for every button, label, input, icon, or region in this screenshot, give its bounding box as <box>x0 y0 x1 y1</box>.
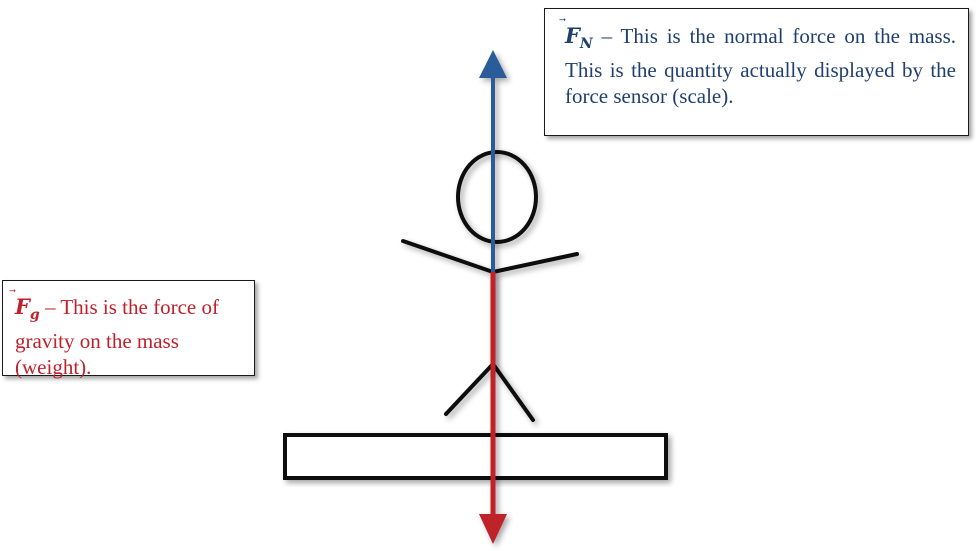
figure-head <box>456 150 538 244</box>
gravity-force-symbol: ⃗Fg <box>15 294 40 324</box>
figure-right-leg <box>491 362 535 422</box>
figure-right-arm <box>491 252 579 274</box>
normal-force-callout: ⃗FN – This is the normal force on the ma… <box>544 8 969 136</box>
figure-left-leg <box>444 362 495 416</box>
gravity-force-callout: ⃗Fg – This is the force of gravity on th… <box>2 280 255 380</box>
gravity-force-arrow <box>479 272 507 544</box>
scale-platform <box>283 433 668 480</box>
normal-force-description: – This is the normal force on the mass. … <box>565 24 956 109</box>
gravity-force-description: – This is the force of gravity on the ma… <box>15 295 219 380</box>
normal-force-arrow <box>479 50 507 272</box>
figure-left-arm <box>401 239 495 274</box>
stick-figure <box>401 150 579 422</box>
normal-force-symbol: ⃗FN <box>565 23 593 53</box>
